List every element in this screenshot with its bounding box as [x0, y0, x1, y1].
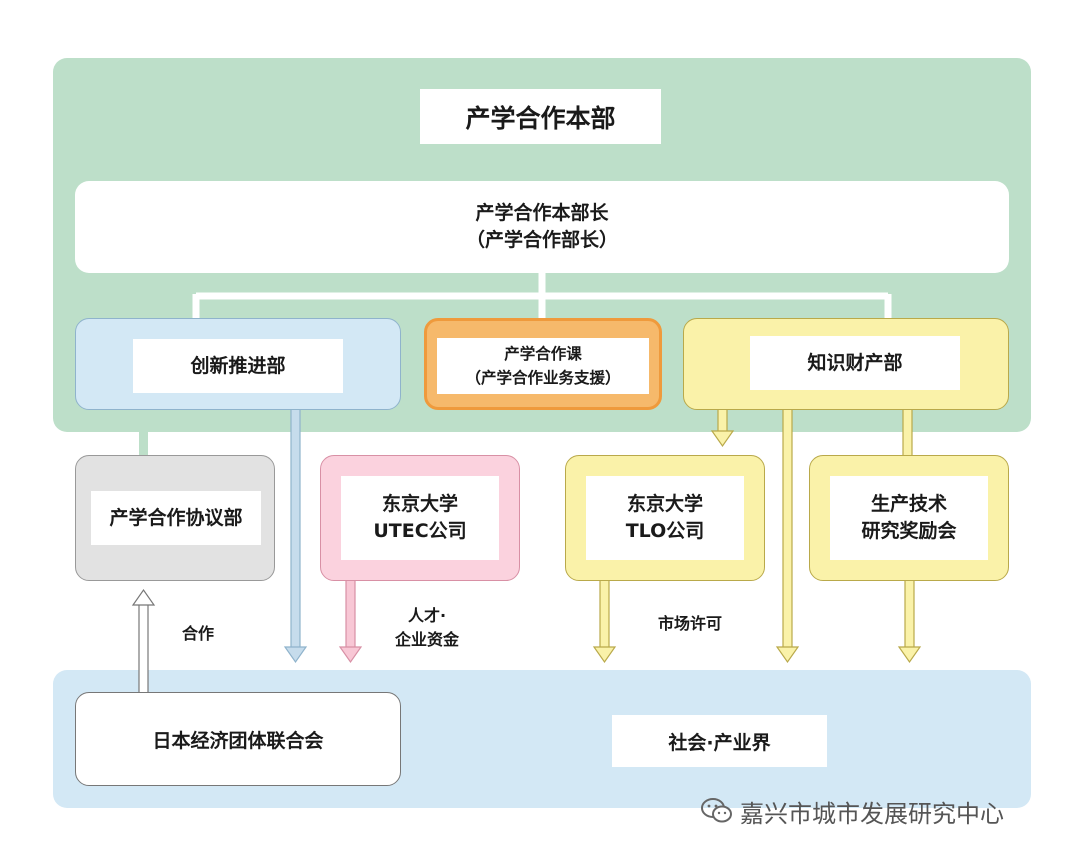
industry-section-label: 产学合作课 （产学合作业务支援）: [437, 338, 649, 394]
headquarters-title: 产学合作本部: [420, 89, 661, 144]
keidanren-text: 日本经济团体联合会: [152, 729, 324, 752]
keidanren-up-arrow: [131, 588, 156, 695]
cooperation-label: 合作: [181, 624, 214, 643]
innovation-dept: 创新推进部: [75, 318, 401, 410]
tlo-label: 东京大学 TLO公司: [586, 476, 744, 560]
award-label: 生产技术 研究奖励会: [830, 476, 988, 560]
agreement-label: 产学合作协议部: [91, 491, 261, 545]
wechat-icon: [701, 798, 732, 823]
tlo-line1: 东京大学: [626, 493, 703, 515]
society-text: 社会·产业界: [668, 731, 771, 754]
talent-line1: 人才·: [407, 606, 447, 625]
watermark: 嘉兴市城市发展研究中心: [700, 786, 1060, 836]
industry-section-dept: 产学合作课 （产学合作业务支援）: [424, 318, 662, 410]
org-tree-lines: [192, 272, 892, 322]
watermark-text: 嘉兴市城市发展研究中心: [740, 799, 1004, 828]
chief-line1: 产学合作本部长: [475, 202, 609, 224]
award-foundation: 生产技术 研究奖励会: [809, 455, 1009, 581]
talent-label: 人才· 企业资金: [372, 604, 482, 652]
innovation-dept-text: 创新推进部: [190, 354, 286, 377]
utec-company: 东京大学 UTEC公司: [320, 455, 520, 581]
license-label: 市场许可: [657, 614, 722, 633]
talent-line2: 企业资金: [394, 630, 459, 649]
tlo-company: 东京大学 TLO公司: [565, 455, 765, 581]
industry-section-line2: （产学合作业务支援）: [465, 369, 621, 387]
chief-line2: （产学合作部长）: [465, 229, 618, 251]
ip-to-tlo-arrow: [710, 407, 735, 448]
ip-down-arrow: [775, 407, 800, 664]
utec-down-arrow: [338, 579, 363, 664]
utec-label: 东京大学 UTEC公司: [341, 476, 499, 560]
award-down-arrow: [897, 579, 922, 664]
ip-dept-text: 知识财产部: [807, 351, 903, 374]
agreement-text: 产学合作协议部: [109, 506, 243, 529]
ip-award-link: [902, 407, 913, 457]
keidanren-box: 日本经济团体联合会: [75, 692, 401, 786]
headquarters-title-text: 产学合作本部: [465, 103, 616, 133]
ip-dept: 知识财产部: [683, 318, 1009, 410]
innovation-down-arrow: [283, 407, 308, 664]
society-box: 社会·产业界: [612, 715, 827, 767]
innovation-agreement-link: [139, 432, 148, 456]
utec-line2: UTEC公司: [373, 520, 467, 542]
agreement-dept: 产学合作协议部: [75, 455, 275, 581]
chief-box: 产学合作本部长 （产学合作部长）: [75, 181, 1009, 273]
tlo-down-arrow: [592, 579, 617, 664]
utec-line1: 东京大学: [381, 493, 458, 515]
award-line1: 生产技术: [870, 493, 947, 515]
innovation-dept-label: 创新推进部: [133, 339, 343, 393]
award-line2: 研究奖励会: [861, 520, 957, 542]
industry-section-line1: 产学合作课: [504, 345, 582, 363]
ip-dept-label: 知识财产部: [750, 336, 960, 390]
tlo-line2: TLO公司: [625, 520, 705, 542]
